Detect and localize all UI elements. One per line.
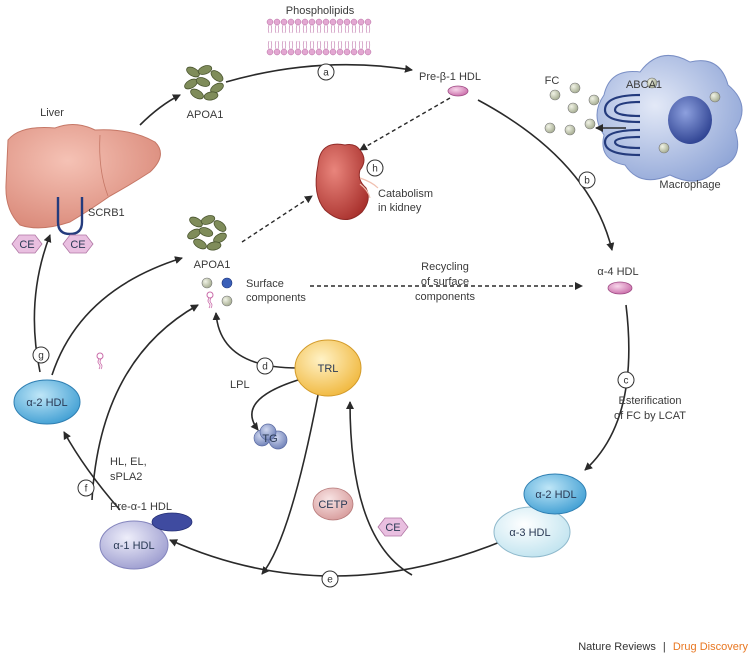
ce-hexagon-center: [377, 517, 409, 537]
alpha2-hdl-right-particle: [523, 473, 587, 515]
esterification-label-line1: Esterification: [619, 395, 682, 407]
pre-beta1-hdl-particle: [447, 85, 469, 97]
small-phospholipid: [96, 352, 104, 370]
step-e-badge: [321, 570, 339, 588]
arrow-d: [212, 312, 299, 369]
kidney-organ: [315, 143, 379, 220]
arrow-a: [225, 63, 413, 83]
arrow-ce-to-trl: [346, 401, 413, 576]
step-b-badge: [578, 171, 596, 189]
esterification-label-line2: of FC by LCAT: [614, 410, 686, 422]
alpha3-hdl-label: α-3 HDL: [509, 527, 550, 539]
apoa1-mid-label: APOA1: [194, 259, 231, 271]
fc-label: FC: [545, 75, 560, 87]
alpha2-hdl-left-particle: [13, 379, 81, 425]
step-f-label: f: [85, 484, 88, 495]
step-b-label: b: [584, 176, 590, 187]
liver-label: Liver: [40, 107, 64, 119]
tg-droplet: [253, 423, 288, 450]
catabolism-label-line1: Catabolism: [378, 188, 433, 200]
macrophage-nucleus: [668, 96, 712, 144]
ce-liver-2-label: CE: [70, 239, 85, 251]
apoa1-top-label: APOA1: [187, 109, 224, 121]
hl-el-label-line2: sPLA2: [110, 471, 142, 483]
dashed-apoa1-to-kidney: [241, 195, 313, 243]
arrow-cetp-left: [261, 394, 319, 575]
step-c-label: c: [624, 376, 629, 387]
apoa1-top-protein: [182, 63, 226, 102]
scrb1-receptor: [56, 197, 84, 236]
pre-alpha1-hdl-label: Pre-α-1 HDL: [110, 501, 172, 513]
recycling-label-line2: of surface: [421, 276, 469, 288]
liver-organ: [5, 124, 161, 229]
credit-separator: |: [663, 641, 666, 653]
alpha4-hdl-particle: [607, 281, 633, 295]
arrow-f: [63, 431, 121, 511]
dashed-pre-beta-to-kidney: [359, 97, 451, 151]
arrow-to-apoa1-mid: [51, 256, 183, 376]
ce-hexagon-liver-1: [11, 234, 43, 254]
arrow-b: [477, 99, 615, 251]
recycling-label-line1: Recycling: [421, 261, 469, 273]
abca1-transporter: [603, 93, 641, 157]
arrow-lpl: [250, 379, 299, 431]
journal-credit: Nature Reviews | Drug Discovery: [578, 641, 748, 653]
arrow-c: [584, 304, 630, 471]
surface-label-line1: Surface: [246, 278, 284, 290]
surface-component-particles: [201, 277, 233, 309]
step-a-badge: [317, 63, 335, 81]
dashed-arrows: [241, 97, 583, 290]
arrow-to-surface: [91, 304, 199, 501]
step-g-label: g: [38, 351, 44, 362]
phospholipid-bilayer: [266, 18, 372, 56]
recycling-label-line3: components: [415, 291, 475, 303]
catabolism-label-line2: in kidney: [378, 202, 422, 214]
credit-journal: Nature Reviews: [578, 641, 656, 653]
apoa1-mid-protein: [185, 213, 229, 252]
step-e-label: e: [327, 575, 333, 586]
free-cholesterol-particles: [544, 82, 600, 136]
lpl-label: LPL: [230, 379, 250, 391]
hl-el-label-line1: HL, EL,: [110, 456, 147, 468]
alpha1-hdl-label: α-1 HDL: [113, 540, 154, 552]
surface-label-line2: components: [246, 292, 306, 304]
scrb1-label: SCRB1: [88, 207, 125, 219]
cetp-protein: [312, 487, 354, 521]
step-d-label: d: [262, 362, 268, 373]
step-h-label: h: [372, 164, 378, 175]
trl-label: TRL: [318, 363, 339, 375]
alpha2-hdl-right-label: α-2 HDL: [535, 489, 576, 501]
step-c-badge: [617, 371, 635, 389]
arrow-liver-to-apoa1: [139, 94, 181, 126]
step-f-badge: [77, 479, 95, 497]
step-d-badge: [256, 357, 274, 375]
pre-beta1-hdl-label: Pre-β-1 HDL: [419, 71, 481, 83]
macrophage-cell: [596, 54, 743, 182]
step-g-badge: [32, 346, 50, 364]
ce-center-label: CE: [385, 522, 400, 534]
ce-liver-1-label: CE: [19, 239, 34, 251]
step-a-label: a: [323, 68, 329, 79]
step-h-badge: [366, 159, 384, 177]
credit-section: Drug Discovery: [673, 641, 749, 653]
cetp-label: CETP: [318, 499, 347, 511]
alpha1-hdl-particle: [99, 520, 169, 570]
tg-label: TG: [262, 433, 277, 445]
trl-particle: [294, 339, 362, 397]
alpha2-hdl-left-label: α-2 HDL: [26, 397, 67, 409]
abca1-label: ABCA1: [626, 79, 662, 91]
phospholipids-label: Phospholipids: [286, 5, 355, 17]
arrow-e: [169, 539, 506, 577]
macrophage-label: Macrophage: [659, 179, 720, 191]
pre-alpha1-hdl-particle: [151, 512, 193, 532]
alpha4-hdl-label: α-4 HDL: [597, 266, 638, 278]
ce-hexagon-liver-2: [62, 234, 94, 254]
